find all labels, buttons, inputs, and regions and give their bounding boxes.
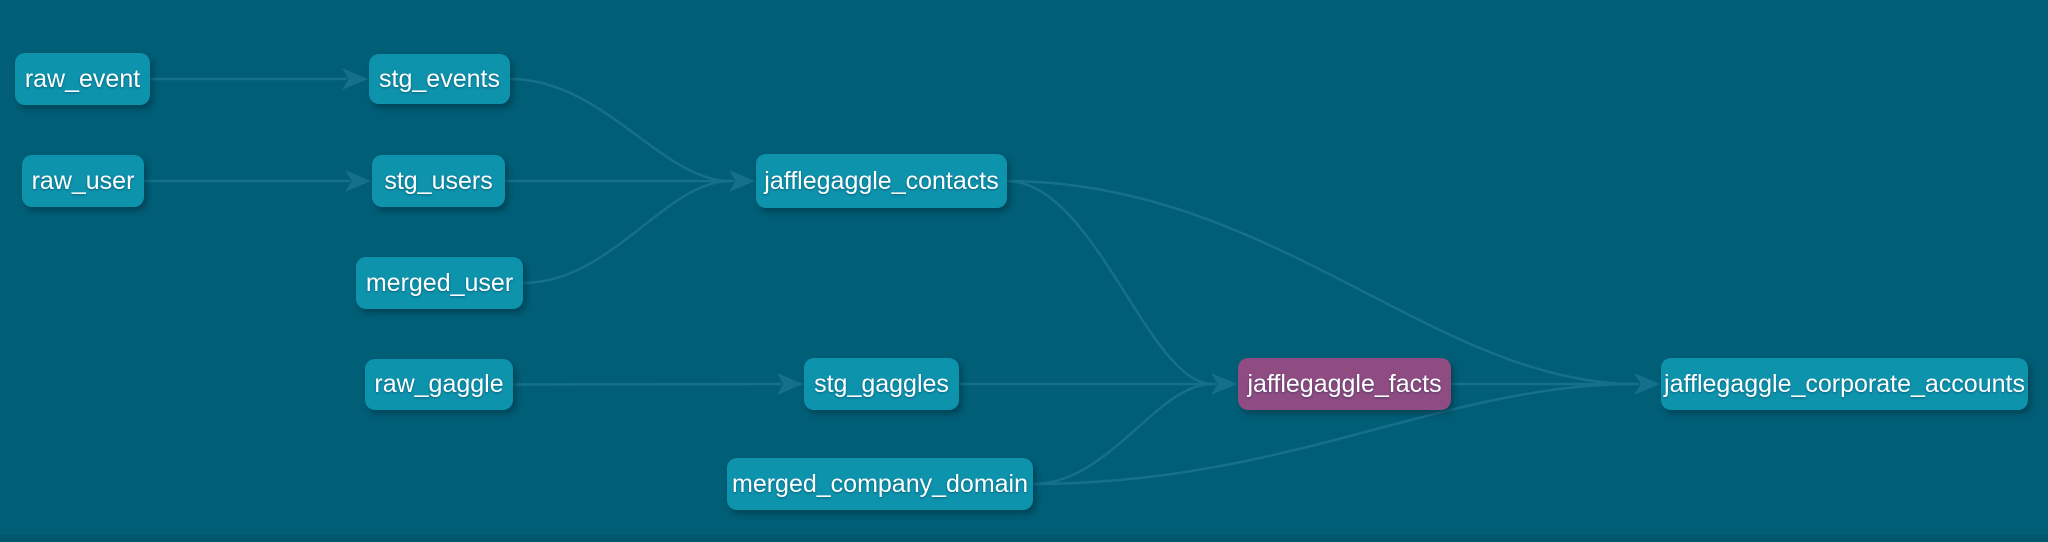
bottom-bar (0, 535, 2048, 542)
edge-stg_events-to-jafflegaggle_contacts (508, 77, 732, 183)
node-stg_events[interactable]: stg_events (369, 54, 510, 104)
edge-raw_gaggle-to-stg_gaggles (511, 373, 803, 396)
node-merged_company_domain[interactable]: merged_company_domain (727, 458, 1033, 510)
node-stg_gaggles[interactable]: stg_gaggles (804, 358, 959, 410)
node-label: stg_users (384, 166, 493, 195)
node-label: raw_event (24, 64, 141, 93)
node-stg_users[interactable]: stg_users (372, 155, 505, 207)
edge-jafflegaggle_contacts-to-jafflegaggle_facts (1005, 179, 1214, 386)
node-jafflegaggle_facts[interactable]: jafflegaggle_facts (1238, 358, 1451, 410)
edge-merged_company_domain-to-jafflegaggle_corporate_accounts (1031, 382, 1637, 486)
node-jafflegaggle_corporate_accounts[interactable]: jafflegaggle_corporate_accounts (1661, 358, 2028, 410)
edge-merged_user-to-jafflegaggle_contacts (521, 179, 732, 285)
node-label: jafflegaggle_corporate_accounts (1664, 369, 2025, 398)
node-label: merged_company_domain (732, 469, 1029, 498)
node-label: raw_gaggle (374, 370, 504, 398)
node-label: stg_gaggles (814, 369, 949, 398)
node-label: merged_user (365, 268, 514, 297)
node-label: jafflegaggle_facts (1247, 369, 1442, 398)
node-raw_user[interactable]: raw_user (22, 155, 144, 207)
node-jafflegaggle_contacts[interactable]: jafflegaggle_contacts (756, 154, 1007, 208)
node-raw_gaggle[interactable]: raw_gaggle (365, 359, 513, 410)
edge-merged_company_domain-to-jafflegaggle_facts (1031, 382, 1214, 486)
node-label: raw_user (31, 166, 135, 195)
node-merged_user[interactable]: merged_user (356, 257, 523, 309)
edge-jafflegaggle_contacts-to-jafflegaggle_corporate_accounts (1005, 179, 1637, 386)
node-raw_event[interactable]: raw_event (15, 53, 150, 105)
node-label: jafflegaggle_contacts (764, 166, 999, 195)
node-label: stg_events (379, 64, 500, 93)
